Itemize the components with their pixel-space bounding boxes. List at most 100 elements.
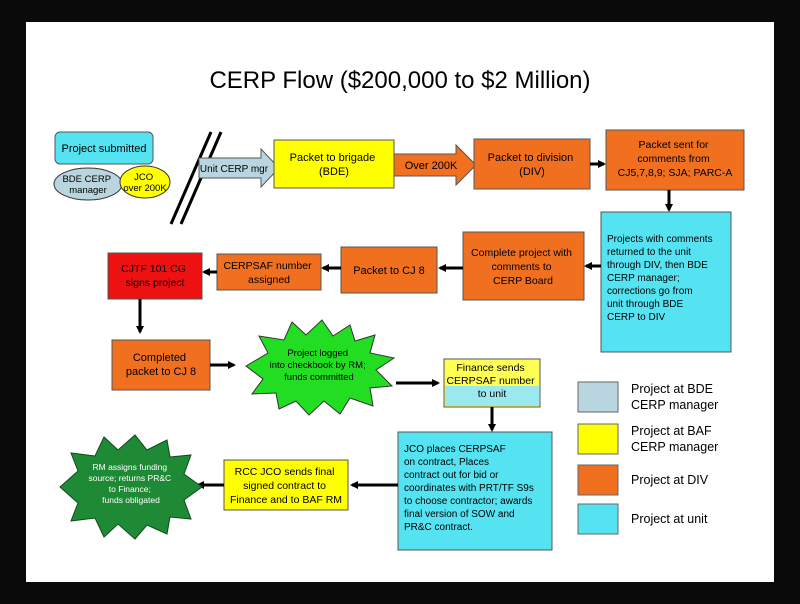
break-line — [169, 131, 213, 225]
legend-label-unit: Project at unit — [631, 512, 708, 526]
project-logged-line: funds committed — [284, 372, 354, 383]
jco-places-line: final version of SOW and — [404, 509, 515, 520]
cerpsaf-assigned-line: CERPSAF number — [223, 260, 312, 272]
legend-swatch-div — [577, 464, 619, 496]
finance-sends-label: Finance sends CERPSAF number to unit — [446, 362, 537, 400]
legend-swatch-bde — [577, 381, 619, 413]
project-submitted-label: Project submitted — [62, 143, 147, 155]
packet-to-division-line: (DIV) — [519, 166, 545, 178]
cerpsaf-assigned-box — [216, 253, 322, 291]
rcc-jco-line: RCC JCO sends final — [235, 466, 335, 478]
unit-cerp-mgr-label: Unit CERP mgr — [200, 164, 269, 175]
finance-sends-line: CERPSAF number — [446, 375, 535, 387]
completed-packet-line: Completed — [133, 352, 186, 364]
legend-label-line: CERP manager — [631, 398, 718, 412]
rcc-jco-line: signed contract to — [243, 480, 326, 492]
finance-sends-lower-fill — [445, 386, 539, 406]
over-200k-label: Over 200K — [405, 160, 458, 172]
projects-with-comments-box — [600, 211, 732, 353]
packet-sent-line: Packet sent for — [639, 139, 710, 151]
jco-places-label: JCO places CERPSAF on contract, Places c… — [404, 444, 537, 533]
finance-sends-line: Finance sends — [456, 362, 524, 374]
jco-places-box — [397, 431, 553, 551]
legend-label-line: Project at BDE — [631, 382, 713, 396]
finance-sends-line: to unit — [478, 388, 507, 400]
packet-to-cj8-box — [340, 246, 438, 294]
packet-to-division-box — [473, 138, 591, 190]
jco-places-line: contract out for bid or — [404, 470, 499, 481]
packet-to-brigade-label: Packet to brigade (BDE) — [290, 152, 379, 178]
rm-assigns-label: RM assigns funding source; returns PR&C … — [88, 462, 173, 505]
projects-with-comments-line: CERP manager; — [607, 273, 680, 284]
legend-swatch-baf — [577, 423, 619, 455]
packet-to-brigade-line: (BDE) — [319, 166, 349, 178]
bde-cerp-manager-line: BDE CERP — [62, 174, 110, 185]
cjtf-signs-label: CJTF 101 CG signs project — [121, 263, 189, 289]
completed-packet-box — [111, 339, 211, 391]
rm-assigns-starburst — [59, 434, 203, 540]
projects-with-comments-line: returned to the unit — [607, 247, 691, 258]
jco-places-line: on contract, Places — [404, 457, 489, 468]
bde-cerp-manager-line: manager — [69, 185, 107, 196]
complete-project-line: comments to — [491, 261, 551, 273]
complete-project-line: CERP Board — [493, 275, 553, 287]
packet-to-brigade-box — [273, 139, 395, 189]
over-200k-arrow — [393, 143, 477, 187]
cerpsaf-assigned-line: assigned — [248, 274, 290, 286]
packet-sent-line: comments from — [637, 153, 710, 165]
project-logged-line: into checkbook by RM; — [270, 360, 366, 371]
project-logged-line: Project logged — [287, 348, 348, 359]
legend: Project at BDE CERP manager Project at B… — [577, 381, 718, 535]
jco-places-line: to choose contractor; awards — [404, 496, 532, 507]
projects-with-comments-line: Projects with comments — [607, 234, 713, 245]
projects-with-comments-line: unit through BDE — [607, 299, 683, 310]
jco-over-200k-line: JCO — [134, 172, 153, 183]
project-logged-label: Project logged into checkbook by RM; fun… — [270, 348, 369, 383]
rcc-jco-line: Finance and to BAF RM — [230, 494, 342, 506]
legend-label-baf: Project at BAF CERP manager — [631, 424, 718, 454]
legend-label-line: Project at BAF — [631, 424, 712, 438]
packet-sent-line: CJ5,7,8,9; SJA; PARC-A — [618, 167, 733, 179]
unit-cerp-mgr-arrow — [198, 147, 280, 189]
legend-swatch-unit — [577, 503, 619, 535]
packet-to-brigade-line: Packet to brigade — [290, 152, 376, 164]
project-logged-starburst — [245, 319, 396, 416]
rm-assigns-line: RM assigns funding — [92, 462, 167, 472]
completed-packet-label: Completed packet to CJ 8 — [126, 352, 196, 378]
packet-to-cj8-label: Packet to CJ 8 — [353, 265, 425, 277]
completed-packet-line: packet to CJ 8 — [126, 366, 196, 378]
jco-places-line: JCO places CERPSAF — [404, 444, 506, 455]
legend-label-div: Project at DIV — [631, 473, 709, 487]
cerpsaf-assigned-label: CERPSAF number assigned — [223, 260, 314, 286]
rm-assigns-line: source; returns PR&C — [88, 473, 171, 483]
page-title: CERP Flow ($200,000 to $2 Million) — [209, 67, 590, 94]
complete-project-label: Complete project with comments to CERP B… — [471, 247, 575, 287]
projects-with-comments-line: CERP to DIV — [607, 312, 665, 323]
cjtf-signs-line: signs project — [126, 277, 185, 289]
jco-over-200k-label: JCO over 200K — [123, 172, 167, 194]
complete-project-box — [462, 231, 585, 301]
cerp-flow-diagram: CERP Flow ($200,000 to $2 Million) Proje… — [53, 67, 745, 551]
jco-places-line: PR&C contract. — [404, 522, 473, 533]
cjtf-signs-box — [107, 252, 203, 300]
legend-label-line: Project at DIV — [631, 473, 709, 487]
packet-to-division-line: Packet to division — [488, 152, 574, 164]
projects-with-comments-line: corrections go from — [607, 286, 693, 297]
complete-project-line: Complete project with — [471, 247, 572, 259]
legend-label-line: Project at unit — [631, 512, 708, 526]
jco-over-200k-line: over 200K — [123, 183, 167, 194]
packet-sent-for-comments-label: Packet sent for comments from CJ5,7,8,9;… — [618, 139, 733, 179]
projects-with-comments-line: through DIV, then BDE — [607, 260, 708, 271]
projects-with-comments-label: Projects with comments returned to the u… — [607, 234, 715, 323]
bde-cerp-manager-label: BDE CERP manager — [62, 174, 113, 196]
rm-assigns-line: funds obligated — [102, 495, 160, 505]
rcc-jco-label: RCC JCO sends final signed contract to F… — [230, 466, 342, 506]
jco-over-200k-ellipse — [119, 165, 171, 199]
legend-label-bde: Project at BDE CERP manager — [631, 382, 718, 412]
project-submitted-box — [54, 131, 154, 165]
jco-places-line: coordinates with PRT/TF S9s — [404, 483, 534, 494]
packet-to-division-label: Packet to division (DIV) — [488, 152, 577, 178]
rm-assigns-line: to Finance; — [109, 484, 151, 494]
slide: CERP Flow ($200,000 to $2 Million) Proje… — [26, 22, 774, 582]
